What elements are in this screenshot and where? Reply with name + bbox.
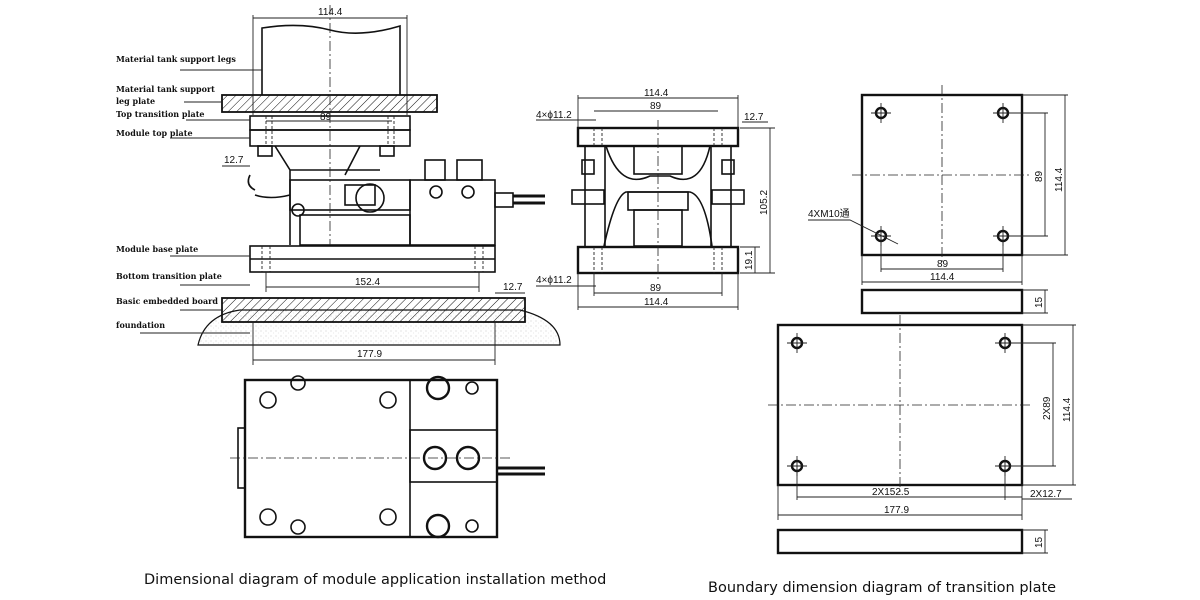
large-dim-thickness: 15	[1034, 536, 1045, 548]
caption-installation: Dimensional diagram of module applicatio…	[144, 572, 606, 588]
front-dim-edge: 12.7	[744, 112, 764, 123]
front-dim-height: 105.2	[759, 190, 770, 215]
dim-base-span: 152.4	[355, 277, 380, 288]
front-dim-top-inner: 89	[650, 101, 662, 112]
dim-overall: 177.9	[357, 349, 382, 360]
large-dim-edge: 2X12.7	[1030, 489, 1062, 500]
small-dim-inner-h: 89	[937, 259, 949, 270]
large-dim-outer-v: 114.4	[1062, 397, 1073, 422]
front-dim-top-width: 114.4	[644, 88, 669, 99]
tank-support-leg	[261, 24, 401, 95]
large-dim-inner-v: 2X89	[1042, 396, 1053, 420]
front-dim-bottom-width: 114.4	[644, 297, 669, 308]
label-leg-plate-1: Material tank support	[116, 84, 215, 94]
dim-inner: 89	[320, 112, 332, 123]
small-dim-thickness: 15	[1034, 296, 1045, 308]
large-dim-outer-h: 177.9	[884, 505, 909, 516]
load-cell-mechanism	[247, 145, 545, 246]
part-labels: Material tank support legs Material tank…	[116, 54, 262, 334]
small-dim-inner-v: 89	[1034, 170, 1045, 182]
plan-view	[230, 375, 545, 539]
label-top-transition: Top transition plate	[116, 109, 204, 119]
dim-offset-top: 12.7	[224, 155, 244, 166]
label-module-top: Module top plate	[116, 128, 193, 138]
leg-plate	[221, 94, 438, 113]
label-leg-plate-2: leg plate	[116, 96, 155, 106]
embedded-board	[221, 297, 526, 323]
front-view: 114.4 89 4×ϕ11.2 12.7 105.2 19.1 4×ϕ11.2…	[536, 88, 775, 310]
front-dim-base-thickness: 19.1	[744, 250, 755, 270]
label-tank-legs: Material tank support legs	[116, 54, 236, 64]
front-dim-hole-bottom: 4×ϕ11.2	[536, 275, 572, 286]
front-dim-bottom-inner: 89	[650, 283, 662, 294]
small-transition-plate: 4XM10通 89 114.4 89 114.4 15	[808, 85, 1068, 315]
large-dim-inner-h: 2X152.5	[872, 487, 910, 498]
small-dim-outer-v: 114.4	[1054, 167, 1065, 192]
dim-offset-base: 12.7	[503, 282, 523, 293]
front-dim-hole-top: 4×ϕ11.2	[536, 110, 572, 121]
label-module-base: Module base plate	[116, 244, 198, 254]
large-transition-plate: 2X89 114.4 2X152.5 2X12.7 177.9 15	[768, 315, 1076, 555]
label-embedded-board: Basic embedded board	[116, 296, 218, 306]
small-dim-thread: 4XM10通	[808, 208, 850, 220]
small-dim-outer-h: 114.4	[930, 272, 955, 283]
label-bottom-transition: Bottom transition plate	[116, 271, 222, 281]
side-view: 114.4 89 12.7	[197, 5, 561, 365]
caption-transition-plate: Boundary dimension diagram of transition…	[708, 580, 1056, 596]
label-foundation: foundation	[116, 320, 165, 330]
